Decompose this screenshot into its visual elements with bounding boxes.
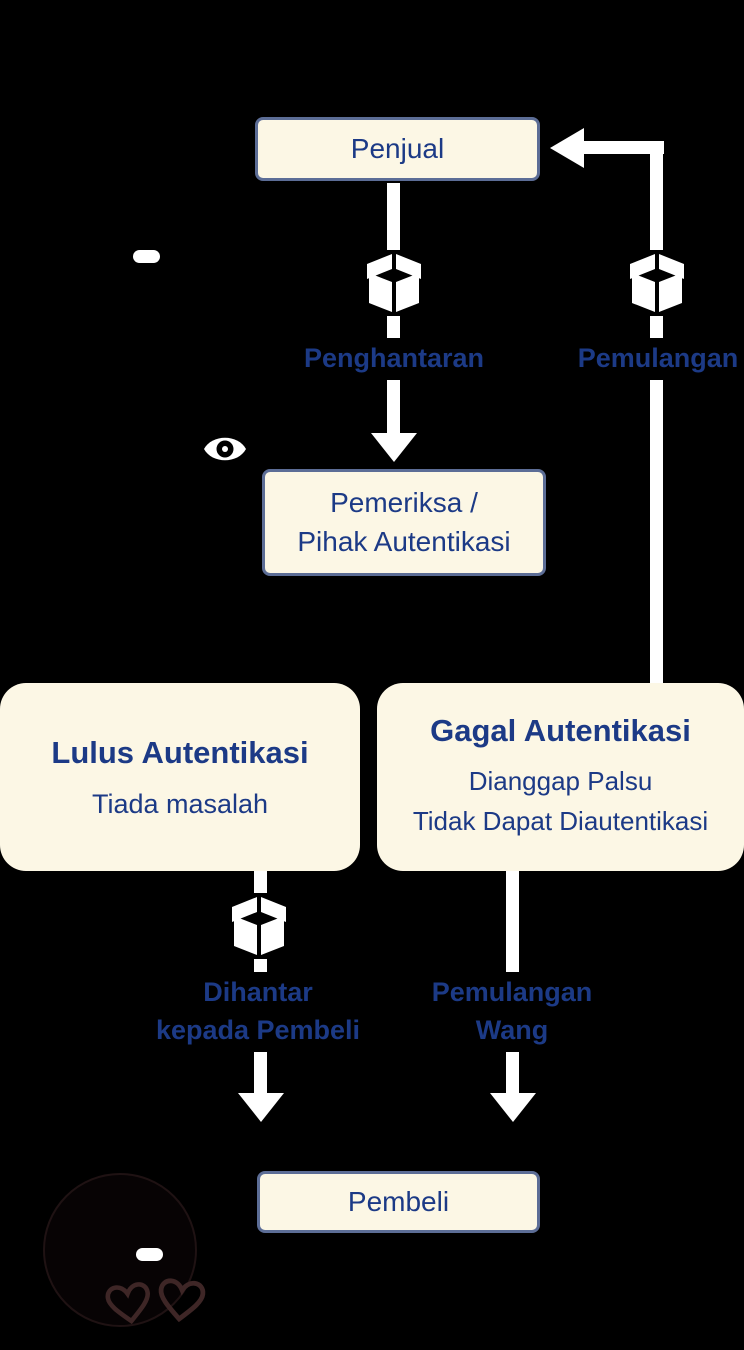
package-icon [620, 250, 694, 316]
mascot-silhouette [40, 1160, 210, 1350]
heart-icon [103, 1280, 154, 1328]
card-lulus-autentikasi: Lulus Autentikasi Tiada masalah [0, 683, 360, 871]
node-pembeli: Pembeli [257, 1171, 540, 1233]
edge-label-penghantaran-text: Penghantaran [303, 343, 485, 373]
node-penjual: Penjual [255, 117, 540, 181]
node-pemeriksa: Pemeriksa / Pihak Autentikasi [262, 469, 546, 576]
edge-label-pemulangan-wang-line1: Pemulangan [431, 977, 593, 1007]
package-icon [357, 250, 431, 316]
edge-label-dihantar-line2: kepada Pembeli [155, 1014, 361, 1045]
node-pemeriksa-line2: Pihak Autentikasi [297, 525, 511, 557]
card-gagal-autentikasi: Gagal Autentikasi Dianggap Palsu Tidak D… [377, 683, 744, 871]
card-lulus-title: Lulus Autentikasi [51, 734, 309, 770]
mascot-icon [43, 1173, 197, 1327]
arrowhead-penghantaran [371, 433, 417, 462]
card-gagal-line2: Tidak Dapat Diautentikasi [412, 806, 709, 836]
edge-label-penghantaran: Penghantaran [293, 338, 495, 380]
arrowhead-dihantar [238, 1093, 284, 1122]
arrow-shaft-pemulangan-vertical [650, 141, 663, 683]
edge-label-pemulangan-wang: Pemulangan Wang [421, 972, 603, 1052]
edge-label-dihantar: Dihantar kepada Pembeli [145, 972, 371, 1052]
arrow-shaft-pemulangan-horizontal [584, 141, 664, 154]
card-gagal-title: Gagal Autentikasi [430, 712, 691, 748]
edge-label-pemulangan-text: Pemulangan [577, 343, 739, 373]
edge-label-pemulangan: Pemulangan [567, 338, 744, 380]
arrowhead-pemulangan-wang [490, 1093, 536, 1122]
node-pembeli-label: Pembeli [347, 1185, 450, 1217]
eye-icon [202, 430, 248, 468]
node-penjual-label: Penjual [350, 132, 445, 164]
node-pemeriksa-line1: Pemeriksa / [330, 486, 478, 518]
arrowhead-pemulangan [550, 128, 584, 168]
dash-decoration-top [133, 250, 160, 263]
card-gagal-line1: Dianggap Palsu [468, 765, 653, 796]
package-icon [222, 893, 296, 959]
heart-icon [155, 1277, 207, 1326]
dash-decoration-bottom [136, 1248, 163, 1261]
edge-label-pemulangan-wang-line2: Wang [475, 1014, 549, 1045]
card-lulus-subtitle: Tiada masalah [91, 788, 269, 819]
edge-label-dihantar-line1: Dihantar [203, 977, 313, 1007]
